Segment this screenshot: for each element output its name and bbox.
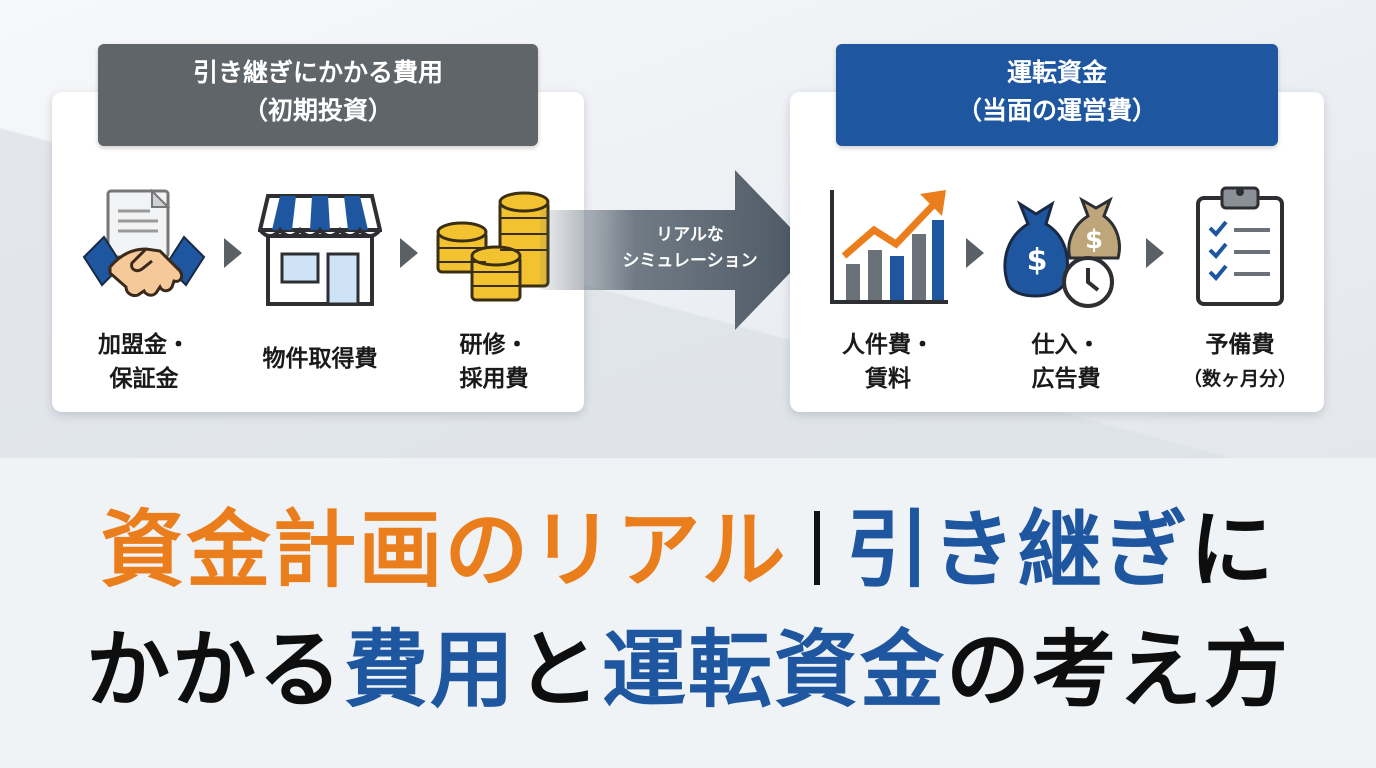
headline-part: かかる (85, 621, 344, 719)
headline-part: 運転資金 (602, 621, 947, 719)
headline-separator (813, 511, 820, 585)
step-label-line2: 広告費 (1031, 366, 1101, 392)
initial-investment-header: 引き継ぎにかかる費用 （初期投資） (98, 44, 538, 146)
arrow-label-line2: シミュレーション (622, 251, 758, 271)
working-capital-title: 運転資金 (1006, 58, 1107, 87)
step-label-line2: 賃料 (865, 366, 911, 392)
step-label-franchise-fee: 加盟金・ 保証金 (64, 328, 224, 396)
coin-stacks-icon (436, 191, 550, 302)
step-label-purchase-ads: 仕入・ 広告費 (986, 328, 1146, 396)
working-capital-header: 運転資金 （当面の運営費） (836, 44, 1278, 146)
step-label-line1: 仕入・ (1031, 332, 1101, 358)
headline-part: と (515, 621, 602, 719)
headline-part: に (1189, 501, 1276, 599)
headline-part: 資金計画のリアル (100, 501, 788, 599)
step-label-line2: （数ヶ月分） (1182, 368, 1297, 390)
step-label-line2: 保証金 (109, 366, 179, 392)
headline-line-1: 資金計画のリアル引き継ぎに (0, 500, 1376, 600)
storefront-icon (258, 194, 382, 306)
step-label-line1: 物件取得費 (262, 346, 378, 372)
clipboard-checklist-icon (1196, 186, 1284, 306)
step-label-property-cost: 物件取得費 (240, 342, 400, 376)
money-bags-clock-icon: $ $ (1003, 196, 1121, 308)
simulation-arrow-label: リアルな シミュレーション (590, 222, 790, 274)
rising-bar-chart-icon (830, 190, 948, 304)
headline-part: 引き継ぎ (845, 501, 1190, 599)
step-label-line1: 予備費 (1205, 332, 1275, 358)
chevron-right-icon (224, 238, 242, 268)
arrow-label-line1: リアルな (656, 225, 724, 245)
initial-investment-subtitle: （初期投資） (242, 96, 393, 125)
working-capital-subtitle: （当面の運営費） (956, 96, 1157, 125)
chevron-right-icon (1146, 238, 1164, 268)
step-label-reserve-fund: 予備費 （数ヶ月分） (1160, 328, 1320, 396)
step-label-line1: 加盟金・ (98, 332, 190, 358)
step-label-labor-rent: 人件費・ 賃料 (808, 328, 968, 396)
headline-part: の考え方 (946, 621, 1291, 719)
svg-text:$: $ (1027, 243, 1048, 278)
step-label-line1: 研修・ (459, 332, 529, 358)
step-label-training-hiring: 研修・ 採用費 (414, 328, 574, 396)
step-label-line2: 採用費 (459, 366, 529, 392)
handshake-document-icon (82, 188, 206, 297)
chevron-right-icon (966, 238, 984, 268)
title-background (0, 458, 1376, 768)
initial-investment-title: 引き継ぎにかかる費用 (192, 58, 443, 87)
simulation-arrow (540, 170, 812, 330)
svg-text:$: $ (1085, 225, 1103, 255)
step-label-line1: 人件費・ (842, 332, 934, 358)
headline-line-2: かかる費用と運転資金の考え方 (0, 620, 1376, 720)
chevron-right-icon (400, 238, 418, 268)
headline-part: 費用 (343, 621, 516, 719)
